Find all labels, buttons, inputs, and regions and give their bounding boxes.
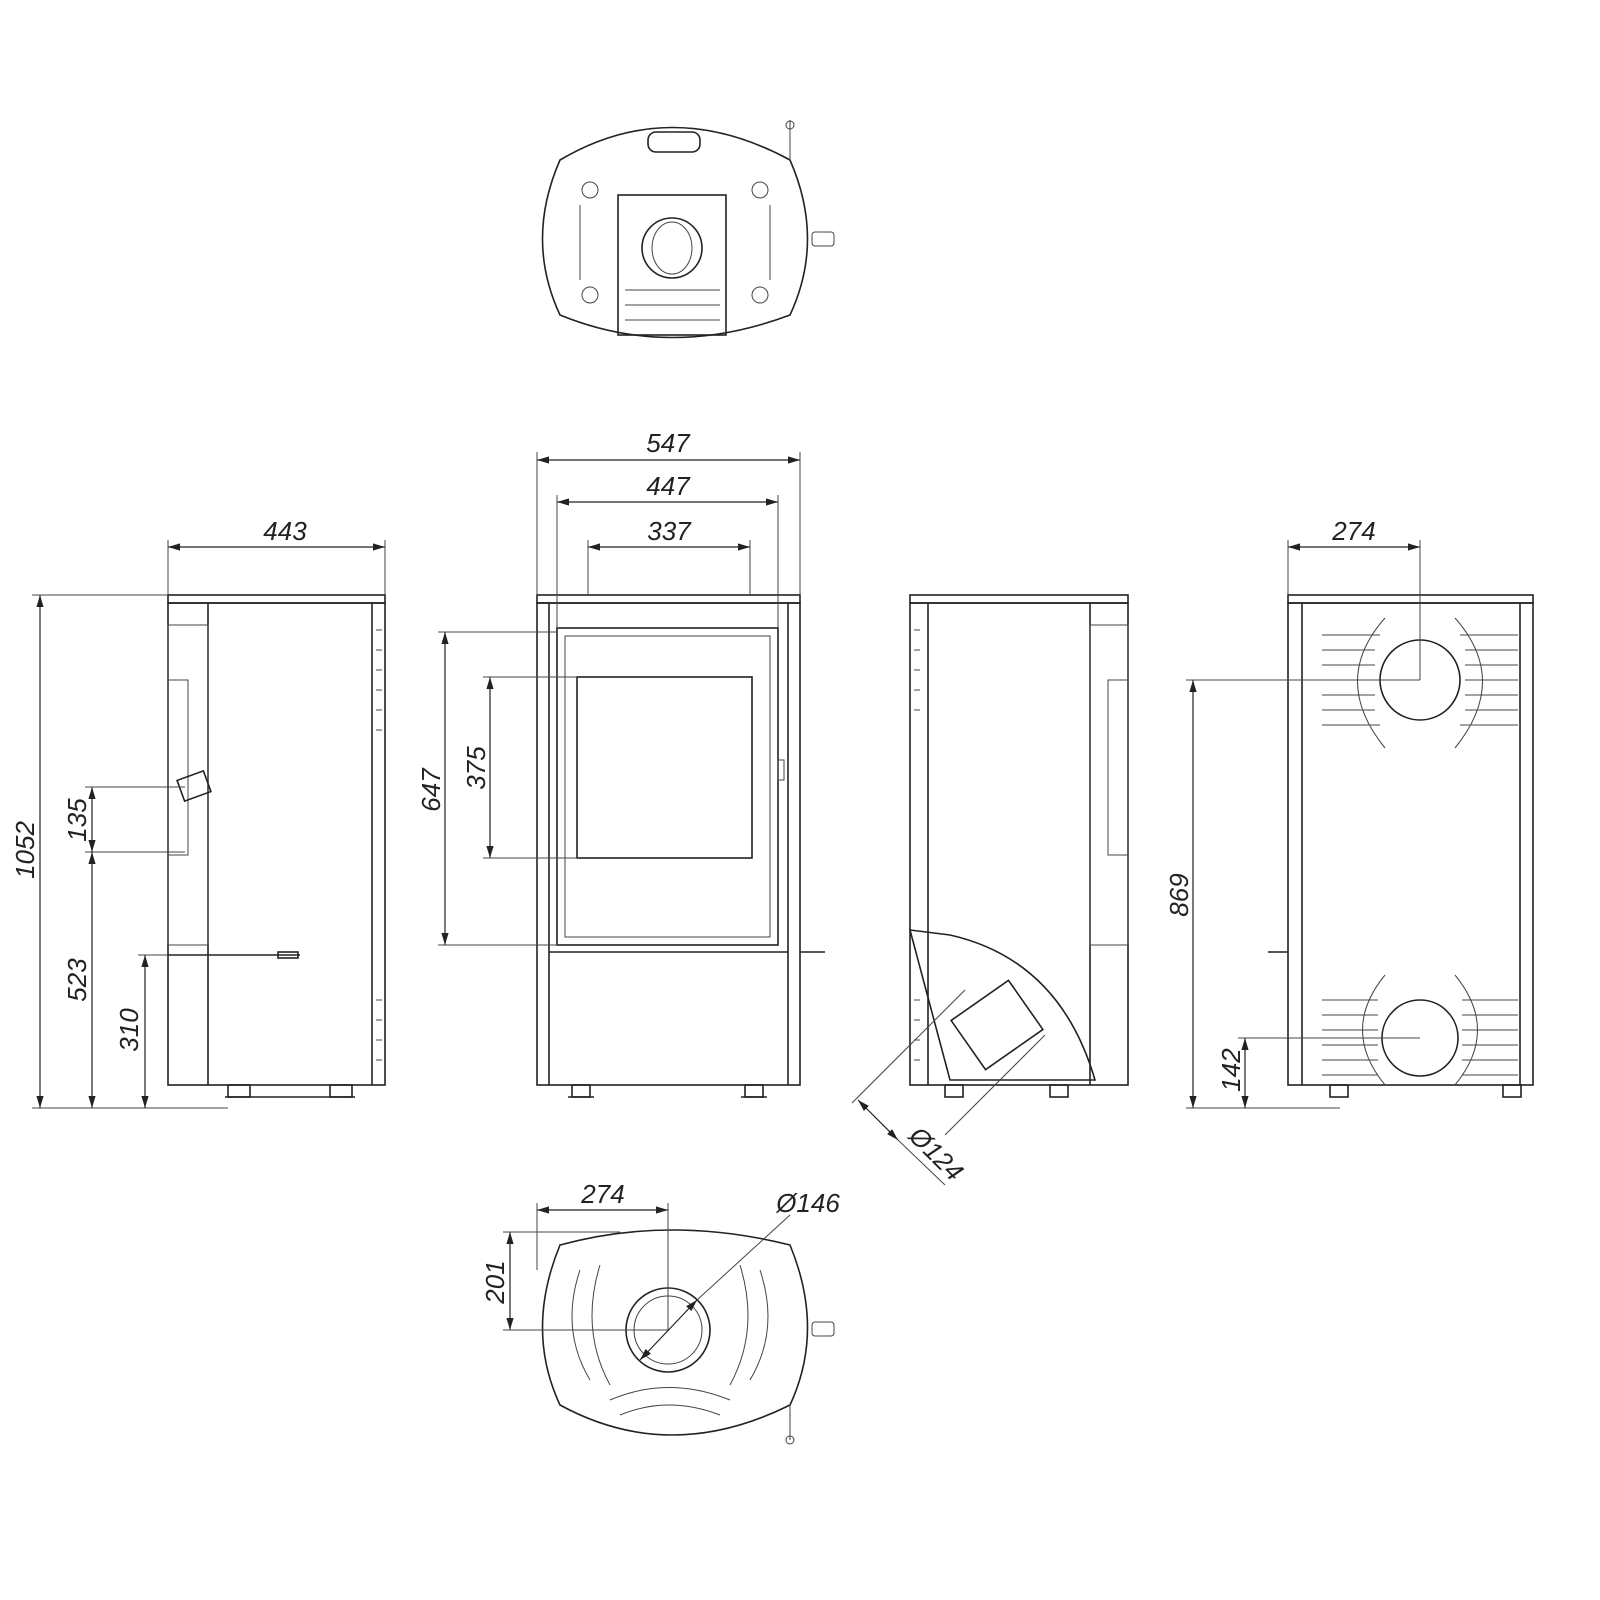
dim-diameter-124: Ø124 <box>851 989 1046 1187</box>
back-view <box>1268 594 1534 1098</box>
dim-869: 869 <box>1164 679 1420 1109</box>
svg-text:547: 547 <box>646 428 691 458</box>
front-view <box>536 594 825 1098</box>
svg-text:274: 274 <box>1331 516 1375 546</box>
svg-text:142: 142 <box>1216 1048 1246 1092</box>
dim-1052: 1052 <box>10 594 228 1109</box>
dim-447: 447 <box>556 471 779 628</box>
svg-text:523: 523 <box>62 958 92 1002</box>
dim-274-bottom: 274 <box>536 1179 669 1330</box>
bottom-view <box>541 1229 835 1445</box>
top-view <box>541 120 835 339</box>
svg-text:869: 869 <box>1164 873 1194 916</box>
dim-201: 201 <box>480 1231 668 1331</box>
svg-text:447: 447 <box>646 471 691 501</box>
dim-310: 310 <box>114 954 168 1108</box>
dim-337: 337 <box>587 516 751 595</box>
svg-text:274: 274 <box>580 1179 624 1209</box>
svg-text:1052: 1052 <box>10 821 40 879</box>
svg-text:201: 201 <box>480 1260 510 1304</box>
svg-text:375: 375 <box>461 746 491 790</box>
svg-text:310: 310 <box>114 1008 144 1052</box>
side-view-left <box>167 594 386 1098</box>
dim-375: 375 <box>461 676 577 859</box>
dim-443: 443 <box>167 516 386 595</box>
svg-text:647: 647 <box>416 767 446 812</box>
dim-diameter-146: Ø146 <box>639 1188 840 1361</box>
dim-142: 142 <box>1216 1037 1420 1108</box>
dim-274-back: 274 <box>1287 516 1421 680</box>
svg-text:337: 337 <box>647 516 692 546</box>
svg-text:135: 135 <box>62 798 92 842</box>
dim-523: 523 <box>62 852 96 1108</box>
dim-547: 547 <box>536 428 801 595</box>
svg-text:443: 443 <box>263 516 307 546</box>
svg-text:Ø146: Ø146 <box>775 1188 840 1218</box>
dim-647: 647 <box>416 631 557 946</box>
side-view-right <box>908 594 1129 1098</box>
dim-135: 135 <box>62 786 185 853</box>
